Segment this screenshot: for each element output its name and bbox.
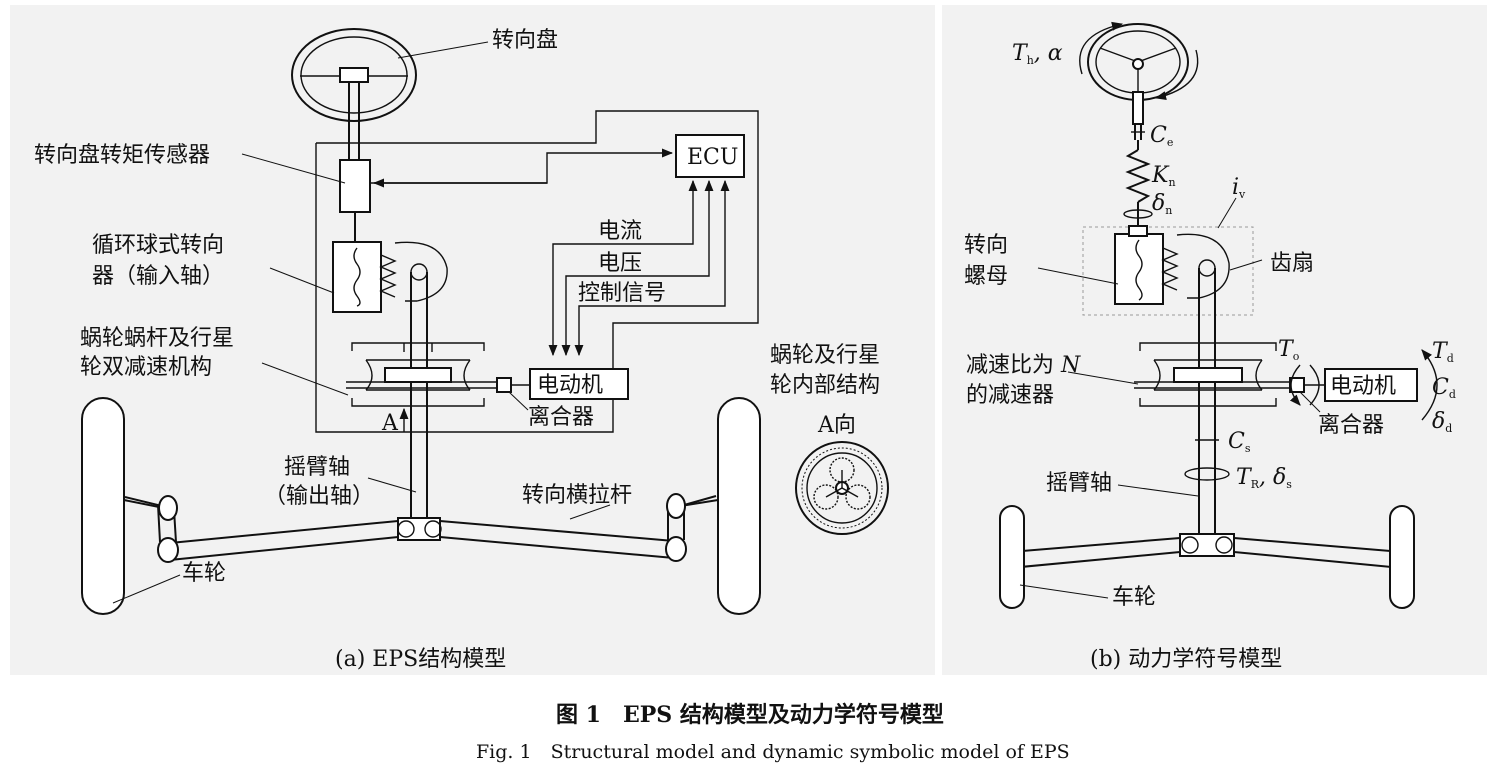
leader-iv — [1217, 197, 1237, 229]
leader-wheel-r — [1019, 584, 1109, 599]
ratio-boundary — [1082, 226, 1254, 316]
label-reducer-1: 蜗轮蜗杆及行星 — [80, 326, 234, 351]
torque-TR-arrow — [1184, 467, 1230, 481]
label-current: 电流 — [598, 219, 642, 244]
label-a: A — [381, 411, 399, 436]
label-inner-1: 蜗轮及行星 — [770, 343, 880, 368]
figure-title: 图 1 EPS 结构模型及动力学符号模型 — [556, 702, 944, 728]
tie-rod-linkage — [123, 493, 719, 563]
sym-TR: TR, δs — [1236, 465, 1292, 491]
symbolic-wheel-left — [999, 505, 1025, 609]
label-pitman-r: 摇臂轴 — [1046, 471, 1112, 496]
steering-gear — [332, 241, 448, 520]
symbolic-reducer — [1134, 342, 1325, 407]
label-pitman-2: （输出轴） — [264, 484, 374, 509]
label-torque-sensor: 转向盘转矩传感器 — [34, 143, 210, 168]
sym-Td: Td — [1432, 339, 1454, 365]
sym-Ce: Ce — [1150, 123, 1173, 149]
label-voltage: 电压 — [598, 251, 642, 276]
nut-thread — [1135, 239, 1143, 301]
nut-top — [1128, 225, 1148, 237]
sym-dn: δn — [1152, 191, 1172, 217]
label-sector: 齿扇 — [1270, 251, 1314, 276]
ecu-box — [675, 134, 745, 178]
label-steering-gear-1: 循环球式转向 — [92, 233, 224, 258]
label-a-direction: A向 — [817, 413, 856, 438]
torque-sensor — [339, 159, 371, 213]
right-symbolic-model: Th, α Ce Kn δn iv 转向 螺母 — [964, 21, 1456, 672]
worm-planetary-reducer — [346, 342, 512, 407]
left-structure-model: 转向盘 转向盘转矩传感器 ECU 电流 电压 控制信号 循环球式 — [34, 28, 889, 672]
label-steering-wheel: 转向盘 — [492, 28, 558, 53]
figure-subtitle: Fig. 1 Structural model and dynamic symb… — [476, 741, 1070, 763]
planetary-gear-icon — [795, 441, 889, 535]
leader-reducer — [261, 362, 349, 396]
label-ecu: ECU — [687, 145, 738, 170]
label-pitman-1: 摇臂轴 — [284, 455, 350, 480]
torque-To-arrow — [1289, 364, 1301, 406]
sym-Cs: Cs — [1228, 429, 1251, 455]
leader-pitman-shaft — [367, 477, 417, 493]
sym-Cd: Cd — [1432, 375, 1456, 401]
steering-wheel-icon — [291, 28, 417, 160]
motor-box — [529, 368, 629, 400]
leader-pitman-r — [1117, 484, 1199, 497]
leader-torque-sensor — [241, 153, 346, 184]
clutch-block — [496, 377, 512, 393]
symbolic-wheel-right — [1389, 505, 1415, 609]
label-clutch: 离合器 — [528, 405, 594, 430]
label-reducer-r-2: 的减速器 — [966, 383, 1054, 408]
label-nut-1: 转向 — [964, 233, 1008, 258]
leader-clutch-r — [1299, 391, 1321, 413]
label-clutch-r: 离合器 — [1318, 413, 1384, 438]
label-motor-r: 电动机 — [1330, 374, 1396, 399]
caption-a: (a) EPS结构模型 — [335, 647, 506, 672]
label-reducer-2: 轮双减速机构 — [80, 355, 212, 380]
label-wheel: 车轮 — [182, 561, 226, 586]
label-inner-2: 轮内部结构 — [770, 373, 880, 398]
control-wire-loop — [315, 110, 759, 433]
sym-dd: δd — [1432, 409, 1452, 435]
label-motor: 电动机 — [537, 373, 603, 398]
wire-control-signal — [574, 179, 730, 357]
leader-nut — [1037, 267, 1119, 285]
leader-wheel — [112, 574, 181, 604]
label-control-signal: 控制信号 — [578, 281, 666, 306]
label-reducer-r-1: 减速比为 N — [966, 353, 1081, 378]
wheel-left — [81, 397, 125, 615]
torque-Td-arrow — [1421, 349, 1438, 421]
symbolic-steering-wheel-icon — [1079, 21, 1199, 125]
sym-To: To — [1278, 337, 1300, 363]
leader-reducer-r — [1067, 371, 1139, 385]
damper-spring — [1123, 124, 1153, 228]
symbolic-linkage — [1009, 533, 1403, 569]
sym-Kn: Kn — [1151, 163, 1176, 189]
sym-Th: Th, α — [1012, 41, 1063, 67]
steering-nut — [1114, 233, 1164, 305]
left-panel-bg — [10, 5, 935, 675]
label-wheel-r: 车轮 — [1112, 585, 1156, 610]
leader-tie-rod — [569, 504, 611, 520]
label-nut-2: 螺母 — [964, 264, 1008, 289]
sector-gear — [1161, 233, 1230, 540]
leader-clutch — [508, 391, 529, 411]
leader-sector — [1229, 259, 1263, 271]
label-tie-rod: 转向横拉杆 — [522, 483, 632, 508]
leader-steering-wheel — [397, 41, 489, 59]
wheel-right — [717, 397, 761, 615]
sym-iv: iv — [1232, 175, 1246, 201]
label-steering-gear-2: 器（输入轴） — [92, 264, 224, 289]
torque-To-arrow-2 — [1309, 364, 1320, 406]
caption-b: (b) 动力学符号模型 — [1090, 647, 1282, 672]
symbolic-motor — [1324, 368, 1418, 402]
leader-steering-gear — [269, 267, 335, 294]
